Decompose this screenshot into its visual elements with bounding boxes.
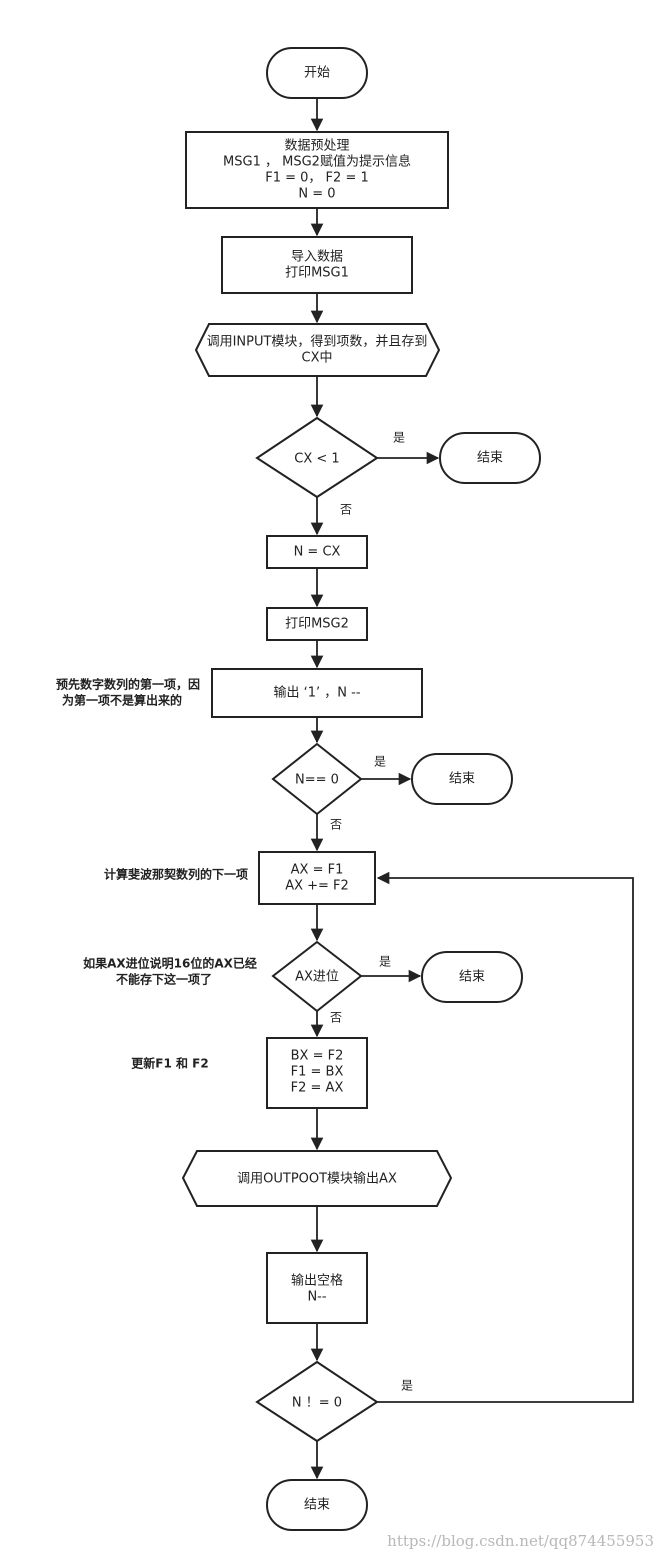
- input-module-node: 调用INPUT模块，得到项数，并且存到 CX中: [194, 323, 441, 377]
- annotation-first-term: 为第一项不是算出来的: [62, 693, 182, 708]
- output-space-line: N--: [307, 1290, 326, 1305]
- update-line: BX = F2: [291, 1049, 344, 1064]
- output-space-node: 输出空格 N--: [266, 1252, 368, 1324]
- output-first-node: 输出 ‘1’ ，N --: [211, 668, 423, 718]
- end-node-3: 结束: [421, 951, 523, 1003]
- print-msg2-node: 打印MSG2: [266, 607, 368, 641]
- carry-decision: AX进位: [271, 940, 363, 1013]
- preprocess-line: N = 0: [298, 187, 335, 202]
- annotation-next-term: 计算斐波那契数列的下一项: [104, 867, 248, 882]
- output-module-label: 调用OUTPOOT模块输出AX: [237, 1171, 397, 1187]
- annotation-overflow: 不能存下这一项了: [116, 972, 212, 987]
- import-line: 打印MSG1: [285, 266, 349, 281]
- end-node-2: 结束: [411, 753, 513, 805]
- input-module-line: CX中: [302, 351, 333, 366]
- end-label: 结束: [449, 772, 475, 787]
- edge-label-yes: 是: [393, 431, 405, 445]
- start-node: 开始: [266, 47, 368, 99]
- edge-label-no: 否: [330, 818, 342, 832]
- update-line: F2 = AX: [291, 1081, 344, 1096]
- calc-node: AX = F1 AX += F2: [258, 851, 376, 905]
- end-node-1: 结束: [439, 432, 541, 484]
- annotation-overflow: 如果AX进位说明16位的AX已经: [83, 956, 257, 971]
- update-line: F1 = BX: [291, 1065, 344, 1080]
- end-label: 结束: [459, 970, 485, 985]
- cx-check-decision: CX < 1: [255, 416, 379, 499]
- edge-label-yes: 是: [374, 755, 386, 769]
- input-module-line: 调用INPUT模块，得到项数，并且存到: [207, 334, 428, 350]
- carry-label: AX进位: [295, 970, 339, 985]
- end-label: 结束: [477, 451, 503, 466]
- annotation-first-term: 预先数字数列的第一项，因: [56, 677, 200, 692]
- start-label: 开始: [304, 66, 330, 81]
- edge-label-no: 否: [340, 503, 352, 517]
- annotation-update-f: 更新F1 和 F2: [131, 1056, 208, 1071]
- preprocess-line: 数据预处理: [284, 139, 349, 154]
- update-node: BX = F2 F1 = BX F2 = AX: [266, 1037, 368, 1109]
- n-nonzero-decision: N ！= 0: [255, 1360, 379, 1443]
- calc-line: AX += F2: [285, 879, 349, 894]
- cx-check-label: CX < 1: [294, 452, 339, 467]
- n-zero-label: N== 0: [295, 773, 339, 788]
- output-first-label: 输出 ‘1’ ，N --: [273, 685, 360, 701]
- n-nonzero-label: N ！= 0: [292, 1396, 342, 1411]
- edge-label-no: 否: [330, 1011, 342, 1025]
- calc-line: AX = F1: [291, 863, 344, 878]
- print-msg2-label: 打印MSG2: [285, 617, 349, 632]
- preprocess-node: 数据预处理 MSG1 ， MSG2赋值为提示信息 F1 = 0， F2 = 1 …: [185, 131, 449, 209]
- preprocess-line: F1 = 0， F2 = 1: [265, 171, 369, 186]
- output-module-node: 调用OUTPOOT模块输出AX: [181, 1150, 453, 1207]
- n-eq-cx-label: N = CX: [294, 545, 341, 560]
- import-node: 导入数据 打印MSG1: [221, 236, 413, 294]
- n-zero-decision: N== 0: [271, 742, 363, 816]
- arrow-loop-back: [376, 871, 634, 1403]
- n-eq-cx-node: N = CX: [266, 535, 368, 569]
- output-space-line: 输出空格: [291, 1273, 343, 1289]
- preprocess-line: MSG1 ， MSG2赋值为提示信息: [223, 154, 411, 170]
- connectors: [310, 98, 634, 1480]
- edge-label-yes: 是: [379, 955, 391, 969]
- end-node-final: 结束: [266, 1479, 368, 1531]
- import-line: 导入数据: [291, 250, 343, 265]
- end-label: 结束: [304, 1498, 330, 1513]
- watermark-url: https://blog.csdn.net/qq874455953: [387, 1532, 654, 1550]
- edge-label-yes: 是: [401, 1379, 413, 1393]
